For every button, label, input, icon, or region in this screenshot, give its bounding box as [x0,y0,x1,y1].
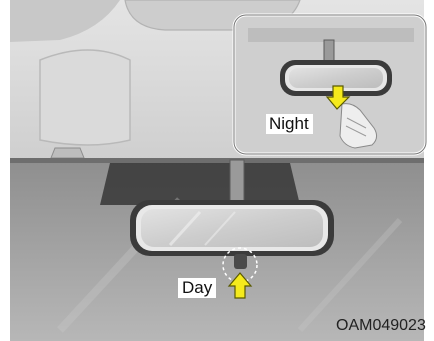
trim-edge [10,158,424,163]
rearview-mirror [130,200,334,256]
figure-code: OAM049023 [336,318,426,334]
mirror-stem [230,160,244,202]
night-label: Night [266,114,313,134]
night-inset [234,15,426,154]
day-label: Day [178,278,216,298]
